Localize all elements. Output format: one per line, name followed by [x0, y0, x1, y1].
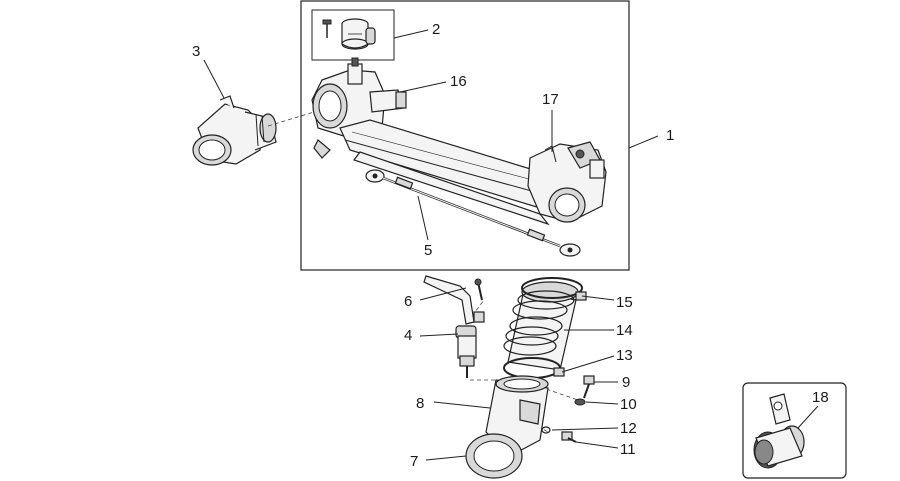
callout-11: 11 [620, 441, 636, 458]
callout-3: 3 [192, 43, 200, 60]
part-12-washer [541, 426, 551, 434]
callout-2: 2 [432, 21, 440, 38]
part-9-screw [583, 375, 595, 399]
part-3-intake-elbow [192, 95, 277, 166]
callout-1: 1 [666, 127, 674, 144]
part-2-cap [322, 18, 376, 50]
part-1-linkage-bar [339, 119, 563, 226]
callout-15: 15 [616, 294, 633, 311]
part-18-grommet [753, 393, 805, 469]
callout-16: 16 [450, 73, 467, 90]
callout-10: 10 [620, 396, 637, 413]
callout-5: 5 [424, 242, 432, 259]
callout-7: 7 [410, 453, 418, 470]
assembly-frame [300, 0, 630, 271]
inset-frame-part-18 [742, 382, 847, 479]
part-10-washer [574, 398, 586, 406]
callout-8: 8 [416, 395, 424, 412]
part-5-link-rod [365, 169, 581, 257]
callout-12: 12 [620, 420, 637, 437]
part-14-rubber-boot [503, 281, 579, 371]
callout-13: 13 [616, 347, 633, 364]
part-6-bracket [423, 275, 485, 325]
guide-dash-injector [470, 299, 579, 433]
callout-6: 6 [404, 293, 412, 310]
part-7-gasket-ring [465, 433, 523, 479]
leader-lines [203, 29, 819, 461]
callout-4: 4 [404, 327, 412, 344]
part-11-screw [561, 431, 577, 443]
part-4-injector [455, 325, 477, 378]
callout-9: 9 [622, 374, 630, 391]
part-17-throttle-body [527, 141, 607, 223]
guide-dash-3-16 [267, 111, 315, 127]
callout-17: 17 [542, 91, 559, 108]
callout-18: 18 [812, 389, 829, 406]
callout-14: 14 [616, 322, 633, 339]
